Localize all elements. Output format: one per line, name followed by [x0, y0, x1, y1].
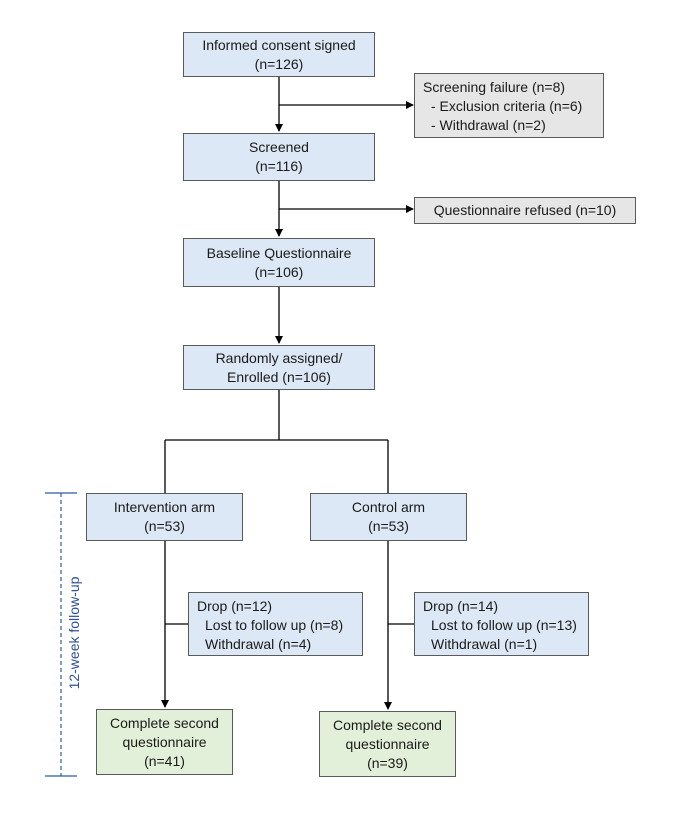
followup-label: 12-week follow-up [66, 576, 82, 690]
control-drop-item: Withdrawal (n=1) [431, 636, 538, 652]
consent-box: Informed consent signed (n=126) [183, 32, 375, 77]
intervention-arm-box: Intervention arm (n=53) [86, 493, 243, 541]
control-complete-line2: questionnaire [345, 735, 430, 752]
screening-failure-title: Screening failure (n=8) [423, 79, 566, 95]
baseline-count: (n=106) [254, 263, 304, 280]
control-drop-item: Lost to follow up (n=13) [431, 617, 577, 633]
intervention-drop-title: Drop (n=12) [197, 598, 273, 614]
control-drop-title: Drop (n=14) [423, 598, 499, 614]
control-complete-line1: Complete second [333, 716, 442, 733]
randomized-title: Randomly assigned/ [215, 349, 343, 366]
screening-failure-item: - Withdrawal (n=2) [431, 117, 546, 133]
screened-title: Screened [249, 139, 309, 155]
baseline-box: Baseline Questionnaire (n=106) [183, 238, 375, 287]
intervention-arm-title: Intervention arm [113, 499, 216, 515]
questionnaire-refused-box: Questionnaire refused (n=10) [414, 197, 636, 224]
intervention-drop-item: Withdrawal (n=4) [205, 636, 312, 652]
randomized-count: Enrolled (n=106) [227, 368, 331, 385]
intervention-complete-count: (n=41) [144, 752, 185, 769]
screened-count: (n=116) [255, 158, 303, 174]
intervention-arm-count: (n=53) [144, 518, 185, 534]
screening-failure-item: - Exclusion criteria (n=6) [431, 98, 583, 114]
consent-count: (n=126) [254, 55, 304, 72]
intervention-drop-box: Drop (n=12) Lost to follow up (n=8) With… [188, 592, 363, 656]
intervention-drop-item: Lost to follow up (n=8) [205, 617, 344, 633]
control-complete-count: (n=39) [367, 754, 408, 771]
randomized-box: Randomly assigned/ Enrolled (n=106) [183, 345, 375, 390]
screened-box: Screened (n=116) [183, 133, 375, 181]
control-arm-count: (n=53) [368, 518, 409, 534]
intervention-complete-box: Complete second questionnaire (n=41) [96, 709, 233, 775]
control-arm-title: Control arm [351, 499, 426, 515]
baseline-title: Baseline Questionnaire [206, 244, 352, 261]
screening-failure-box: Screening failure (n=8) - Exclusion crit… [414, 73, 604, 138]
control-complete-box: Complete second questionnaire (n=39) [319, 711, 456, 777]
questionnaire-refused-title: Questionnaire refused (n=10) [433, 202, 617, 218]
consent-title: Informed consent signed [202, 36, 356, 53]
intervention-complete-line2: questionnaire [122, 733, 207, 750]
intervention-complete-line1: Complete second [110, 714, 219, 731]
control-drop-box: Drop (n=14) Lost to follow up (n=13) Wit… [414, 592, 589, 656]
control-arm-box: Control arm (n=53) [310, 493, 467, 541]
